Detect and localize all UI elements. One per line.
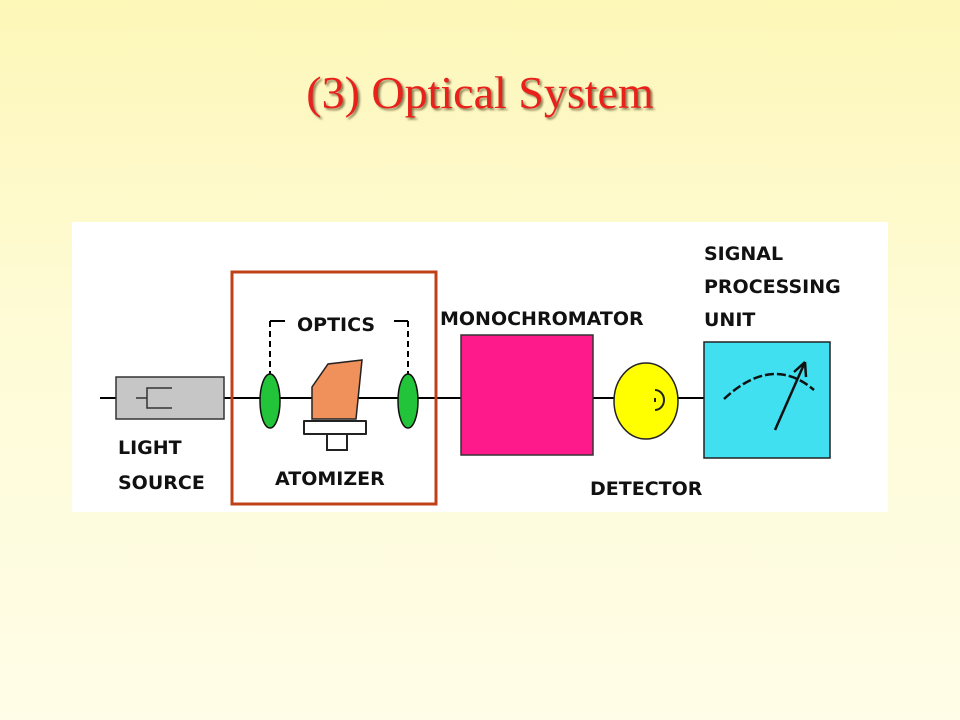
optics-bracket (269, 320, 409, 374)
optical-system-diagram: LIGHT SOURCE OPTICS ATOMIZER MONOCHROMAT… (72, 222, 888, 512)
atomizer (303, 359, 367, 451)
label-signal-line2: PROCESSING (704, 276, 841, 298)
label-monochromator: MONOCHROMATOR (440, 308, 644, 330)
slide-title: (3) Optical System (306, 67, 654, 118)
label-optics: OPTICS (297, 314, 375, 336)
monochromator (460, 334, 594, 456)
diagram-canvas: LIGHT SOURCE OPTICS ATOMIZER MONOCHROMAT… (72, 222, 888, 512)
label-light-source-line2: SOURCE (118, 472, 205, 494)
detector (613, 362, 679, 440)
signal-processing-unit (703, 341, 831, 459)
label-atomizer: ATOMIZER (275, 468, 385, 490)
label-signal-line3: UNIT (704, 309, 755, 331)
label-signal-line1: SIGNAL (704, 243, 783, 265)
lens-left (259, 373, 281, 429)
lens-right (397, 373, 419, 429)
optics-highlight-box (230, 270, 438, 506)
light-source (115, 376, 225, 420)
label-detector: DETECTOR (590, 478, 703, 500)
label-light-source-line1: LIGHT (118, 437, 182, 459)
